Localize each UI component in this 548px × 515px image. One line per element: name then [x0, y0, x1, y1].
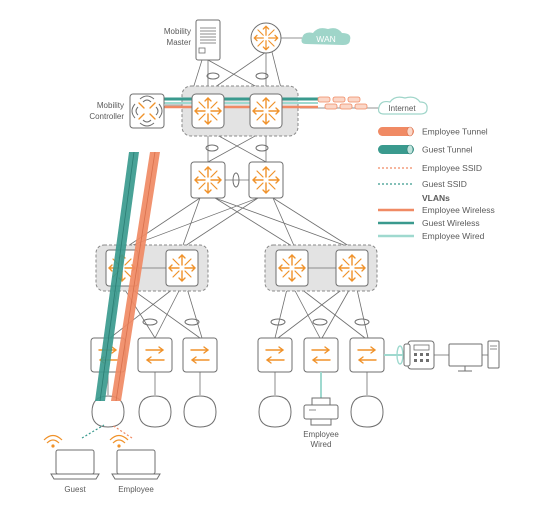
internet-tunnel-segments: [317, 96, 368, 110]
legend-employee-wired-text: Employee Wired: [422, 231, 485, 241]
access-point-2: [138, 395, 172, 428]
legend-guest-wireless: Guest Wireless: [378, 218, 480, 228]
distribution-switch-4: [335, 249, 369, 287]
legend-employee-tunnel-text: Employee Tunnel: [422, 127, 488, 137]
printer-icon: [303, 397, 339, 426]
legend-guest-ssid-text: Guest SSID: [422, 179, 467, 189]
aggregation-switch-left: [190, 161, 226, 199]
guest-ssid-link: [81, 424, 105, 439]
guest-laptop-label: Guest: [64, 485, 86, 494]
internet-label: Internet: [388, 104, 416, 113]
aggregation-switch-right: [248, 161, 284, 199]
employee-wifi-icon: [109, 434, 129, 448]
desktop-tower-icon: [487, 340, 500, 369]
access-switch-5: [303, 337, 339, 373]
access-point-4: [258, 395, 292, 428]
legend-guest-tunnel-text: Guest Tunnel: [422, 145, 473, 155]
network-links: [107, 51, 488, 395]
desk-phone-icon: [403, 340, 435, 370]
access-switch-4: [257, 337, 293, 373]
employee-laptop-label: Employee: [118, 485, 154, 494]
wan-cloud: [301, 28, 351, 45]
access-switch-2: [137, 337, 173, 373]
internet-cloud: [377, 96, 428, 115]
legend-employee-ssid: Employee SSID: [378, 163, 482, 173]
legend-guest-wireless-text: Guest Wireless: [422, 218, 480, 228]
mobility-controller-label-line2: Controller: [89, 112, 124, 121]
mobility-master-label-line2: Master: [167, 38, 192, 47]
access-point-3: [183, 395, 217, 428]
legend: Employee Tunnel Guest Tunnel Employee SS…: [378, 127, 495, 241]
wan-label: WAN: [316, 34, 336, 44]
mobility-master: [195, 19, 221, 61]
monitor-icon: [448, 343, 483, 372]
mobility-master-label-line1: Mobility: [164, 27, 191, 36]
guest-laptop-icon: [50, 449, 100, 480]
distribution-switch-3: [275, 249, 309, 287]
access-switch-6: [349, 337, 385, 373]
guest-wifi-icon: [43, 434, 63, 448]
legend-employee-ssid-text: Employee SSID: [422, 163, 482, 173]
core-switch-left: [191, 93, 225, 129]
legend-guest-tunnel: Guest Tunnel: [378, 145, 473, 155]
employee-wired-label-line2: Wired: [311, 440, 332, 449]
mobility-controller-label-line1: Mobility: [97, 101, 124, 110]
employee-laptop-icon: [111, 449, 161, 480]
mobility-controller: [129, 93, 165, 129]
access-switch-3: [182, 337, 218, 373]
phone-port-marker: [396, 345, 404, 365]
distribution-switch-2: [165, 249, 199, 287]
employee-wired-label-line1: Employee: [303, 430, 339, 439]
guest-tunnel: [95, 151, 139, 402]
core-switch-right: [249, 93, 283, 129]
legend-guest-ssid: Guest SSID: [378, 179, 467, 189]
legend-employee-wired: Employee Wired: [378, 231, 485, 241]
access-point-5: [350, 395, 384, 428]
wan-router: [250, 22, 282, 54]
legend-vlans-heading: VLANs: [422, 193, 450, 203]
legend-employee-wireless: Employee Wireless: [378, 205, 495, 215]
employee-tunnel: [111, 151, 160, 402]
legend-employee-wireless-text: Employee Wireless: [422, 205, 495, 215]
legend-employee-tunnel: Employee Tunnel: [378, 127, 488, 137]
